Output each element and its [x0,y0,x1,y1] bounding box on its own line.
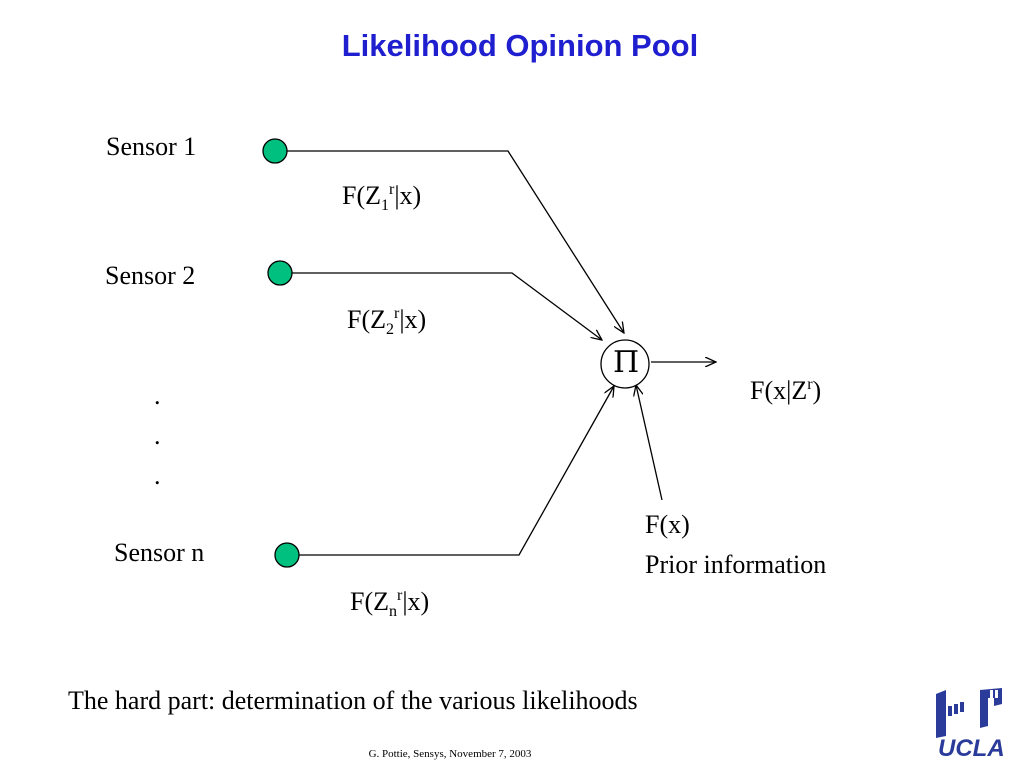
ellipsis-dot: . [154,461,161,490]
prior-information-label: Prior information [645,550,827,579]
sensor-2-label: Sensor 2 [105,261,196,290]
ucla-logo: UCLA [936,688,1005,762]
ellipsis-dot: . [154,381,161,410]
sensor-n-label: Sensor n [114,538,205,567]
bottom-statement: The hard part: determination of the vari… [68,686,638,715]
sensor-n-node [274,542,300,568]
product-symbol: Π [613,345,640,380]
sensor-2-node [267,260,293,286]
sensor-n-link [299,386,614,556]
product-node [600,339,650,389]
posterior-output-label: F(x|Zr) [750,376,822,405]
slide-title: Likelihood Opinion Pool [341,28,699,63]
prior-link [636,385,663,501]
prior-formula-label: F(x) [645,510,690,539]
logo-text: UCLA [938,735,1005,762]
sensor-1-link [287,150,624,333]
sensor-2-link [292,272,602,340]
slide-footnote: G. Pottie, Sensys, November 7, 2003 [368,748,532,760]
likelihood-n-label: F(Znr|x) [350,587,430,620]
sensor-1-label: Sensor 1 [106,132,197,161]
sensor-1-node [262,138,288,164]
likelihood-1-label: F(Z1r|x) [342,181,422,214]
likelihood-2-label: F(Z2r|x) [347,305,427,338]
ellipsis-dot: . [154,421,161,450]
